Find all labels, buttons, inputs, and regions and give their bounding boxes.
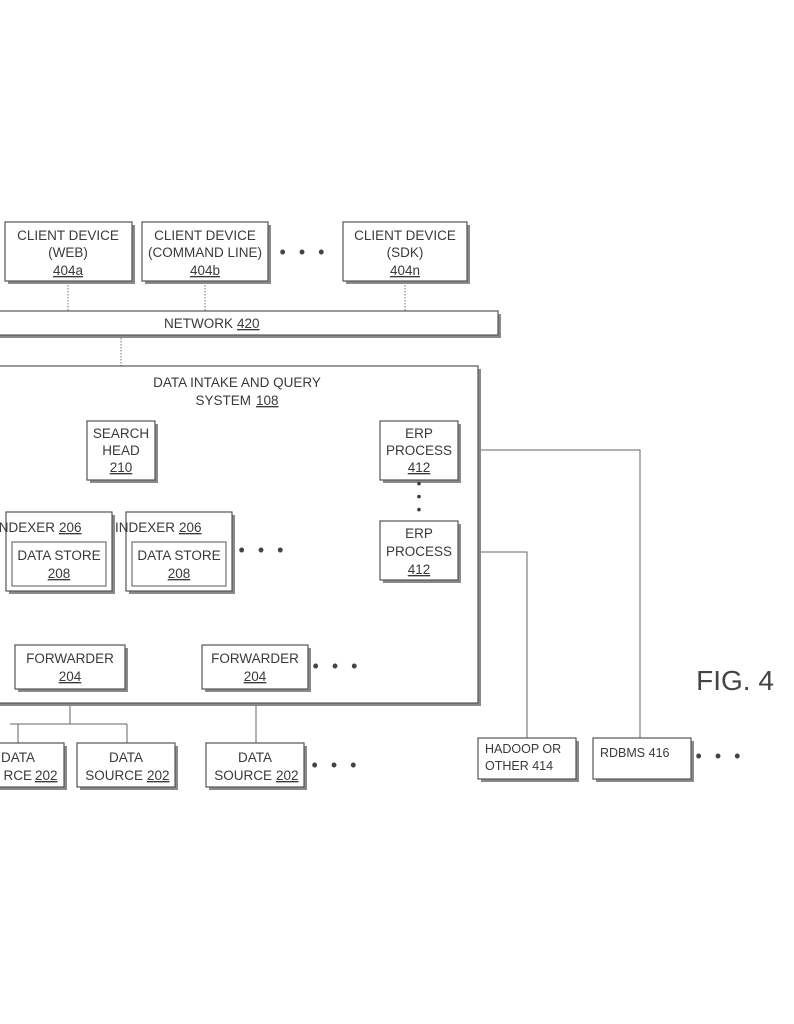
erp-dot-3: •	[417, 502, 422, 517]
ds1-ref: 202	[35, 768, 58, 783]
erp1-to-rdbms	[458, 449, 641, 738]
client-web-ref: 404a	[53, 263, 84, 278]
hadoop-line1: HADOOP OR	[485, 742, 561, 756]
data-source-3: DATA SOURCE 202	[205, 742, 307, 790]
client-web-line1: CLIENT DEVICE	[17, 228, 119, 243]
erp-process-2: ERP PROCESS 412	[379, 520, 461, 583]
client-cmd-ref: 404b	[190, 263, 220, 278]
client-web-line2: (WEB)	[48, 245, 88, 260]
indexer1-label: INDEXER	[0, 520, 55, 535]
ds2-line2: SOURCE	[85, 768, 143, 783]
indexer1-ref: 206	[59, 520, 82, 535]
indexer-ellipsis: • • •	[239, 540, 288, 560]
search-head-line1: SEARCH	[93, 426, 149, 441]
erp-process-1: ERP PROCESS 412	[379, 420, 461, 483]
ds3-line1: DATA	[238, 750, 272, 765]
system-line2: SYSTEM	[195, 393, 251, 408]
erp-dot-2: •	[417, 489, 422, 504]
data-source-2: DATA SOURCE 202	[76, 742, 178, 790]
ds1-line2: RCE	[3, 768, 32, 783]
network-label: NETWORK	[164, 316, 233, 331]
erp2-ref: 412	[408, 562, 431, 577]
indexer2-store-ref: 208	[168, 566, 191, 581]
indexer-1: INDEXER 206 DATA STORE 208	[0, 511, 115, 594]
search-head-ref: 210	[110, 460, 133, 475]
client-ellipsis: • • •	[280, 242, 329, 262]
indexer1-data-store	[11, 541, 107, 587]
forwarder2-label: FORWARDER	[211, 651, 299, 666]
datastore-ellipsis: • • •	[696, 746, 745, 766]
hadoop-or-other: HADOOP OR OTHER 414	[477, 737, 579, 782]
erp1-line1: ERP	[405, 426, 433, 441]
search-head-line2: HEAD	[102, 443, 140, 458]
erp-dot-1: •	[417, 476, 422, 491]
indexer1-store-label: DATA STORE	[17, 548, 100, 563]
system-ref: 108	[256, 393, 279, 408]
forwarder-1: FORWARDER 204	[14, 644, 128, 692]
indexer-2: INDEXER 206 DATA STORE 208	[115, 511, 235, 594]
data-source-ellipsis: • • •	[312, 755, 361, 775]
client-sdk-line1: CLIENT DEVICE	[354, 228, 456, 243]
indexer2-label: INDEXER	[115, 520, 175, 535]
forwarder-ellipsis: • • •	[313, 656, 362, 676]
client-device-web: CLIENT DEVICE (WEB) 404a	[4, 221, 135, 284]
ds3-ref: 202	[276, 768, 299, 783]
indexer2-ref: 206	[179, 520, 202, 535]
indexer2-data-store	[131, 541, 227, 587]
erp2-line1: ERP	[405, 526, 433, 541]
rdbms-label: RDBMS 416	[600, 746, 670, 760]
client-sdk-line2: (SDK)	[387, 245, 424, 260]
ds1-line1: DATA	[1, 750, 35, 765]
search-head: SEARCH HEAD 210	[86, 420, 158, 483]
client-device-sdk: CLIENT DEVICE (SDK) 404n	[342, 221, 470, 284]
forwarder1-ref: 204	[59, 669, 82, 684]
figure-label: FIG. 4	[696, 665, 774, 696]
data-source-1: DATA RCE 202	[0, 742, 67, 790]
client-sdk-ref: 404n	[390, 263, 420, 278]
erp2-line2: PROCESS	[386, 544, 452, 559]
client-cmd-line2: (COMMAND LINE)	[148, 245, 262, 260]
forwarder2-ref: 204	[244, 669, 267, 684]
ds3-line2: SOURCE	[214, 768, 272, 783]
system-line1: DATA INTAKE AND QUERY	[153, 375, 321, 390]
ds2-ref: 202	[147, 768, 170, 783]
indexer2-store-label: DATA STORE	[137, 548, 220, 563]
forwarder1-label: FORWARDER	[26, 651, 114, 666]
network: NETWORK 420	[0, 310, 501, 338]
hadoop-line2: OTHER 414	[485, 759, 553, 773]
client-device-command-line: CLIENT DEVICE (COMMAND LINE) 404b	[141, 221, 271, 284]
ds2-line1: DATA	[109, 750, 143, 765]
client-cmd-line1: CLIENT DEVICE	[154, 228, 256, 243]
rdbms: RDBMS 416	[592, 737, 694, 782]
erp1-line2: PROCESS	[386, 443, 452, 458]
erp1-ref: 412	[408, 460, 431, 475]
network-ref: 420	[237, 316, 260, 331]
indexer1-store-ref: 208	[48, 566, 71, 581]
forwarder-2: FORWARDER 204	[201, 644, 311, 692]
